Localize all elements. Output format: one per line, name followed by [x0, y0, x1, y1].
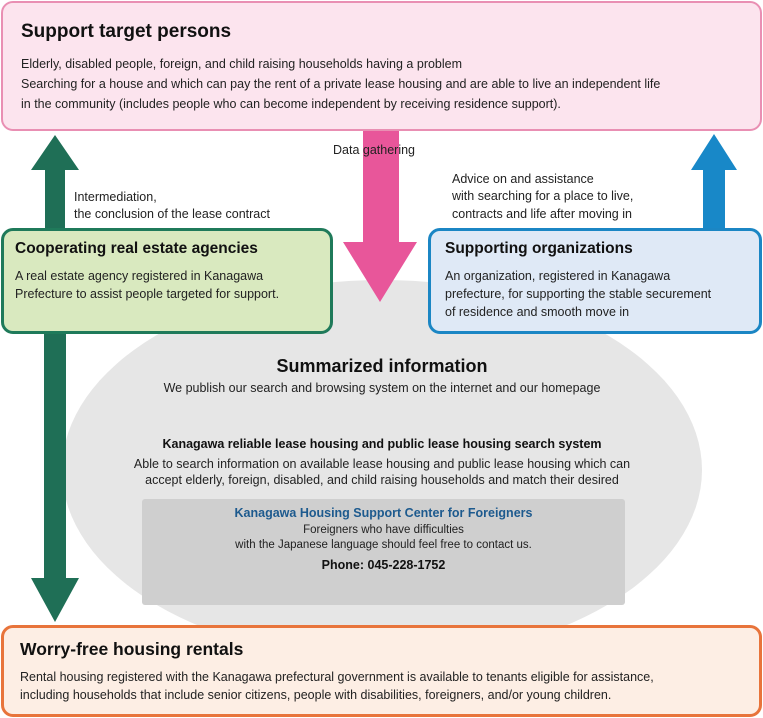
support-target-line: Elderly, disabled people, foreign, and c…	[21, 57, 463, 71]
real-estate-line: A real estate agency registered in Kanag…	[15, 269, 264, 283]
supporting-orgs-box: Supporting organizations An organization…	[428, 228, 762, 334]
pink-down-arrow	[343, 131, 417, 302]
search-system-desc: Able to search information on available …	[133, 457, 631, 471]
blue-up-arrow	[691, 134, 737, 230]
search-system-desc: accept elderly, foreign, disabled, and c…	[145, 473, 619, 487]
worry-free-title: Worry-free housing rentals	[20, 639, 244, 659]
search-system-title: Kanagawa reliable lease housing and publ…	[162, 437, 602, 451]
support-center-card	[142, 499, 625, 605]
support-center-phone: Phone: 045-228-1752	[321, 558, 446, 572]
advice-label: Advice on and assistance	[452, 172, 594, 186]
support-target-title: Support target persons	[21, 21, 232, 42]
support-center-line: Foreigners who have difficulties	[303, 524, 464, 536]
supporting-orgs-line: An organization, registered in Kanagawa	[445, 269, 671, 283]
supporting-orgs-line: of residence and smooth move in	[445, 305, 630, 319]
real-estate-box: Cooperating real estate agencies A real …	[1, 228, 333, 334]
intermediation-label: Intermediation,	[74, 190, 157, 204]
real-estate-title: Cooperating real estate agencies	[15, 240, 258, 257]
support-center-line: with the Japanese language should feel f…	[235, 539, 532, 551]
advice-label: with searching for a place to live,	[452, 189, 634, 203]
supporting-orgs-title: Supporting organizations	[445, 240, 633, 257]
supporting-orgs-line: prefecture, for supporting the stable se…	[445, 287, 712, 301]
data-gathering-label: Data gathering	[333, 143, 416, 157]
worry-free-box: Worry-free housing rentals Rental housin…	[1, 625, 762, 717]
intermediation-label: the conclusion of the lease contract	[74, 207, 270, 221]
real-estate-line: Prefecture to assist people targeted for…	[15, 287, 280, 301]
worry-free-line: including households that include senior…	[20, 688, 612, 702]
support-target-line: in the community (includes people who ca…	[21, 97, 561, 111]
advice-label: contracts and life after moving in	[452, 207, 632, 221]
summarized-subtitle: We publish our search and browsing syste…	[163, 381, 601, 395]
support-target-line: Searching for a house and which can pay …	[21, 77, 661, 91]
support-center-title: Kanagawa Housing Support Center for Fore…	[234, 506, 533, 520]
summarized-title: Summarized information	[276, 356, 488, 376]
worry-free-line: Rental housing registered with the Kanag…	[20, 670, 654, 684]
support-target-box: Support target persons Elderly, disabled…	[1, 1, 762, 131]
green-double-arrow	[31, 135, 79, 622]
